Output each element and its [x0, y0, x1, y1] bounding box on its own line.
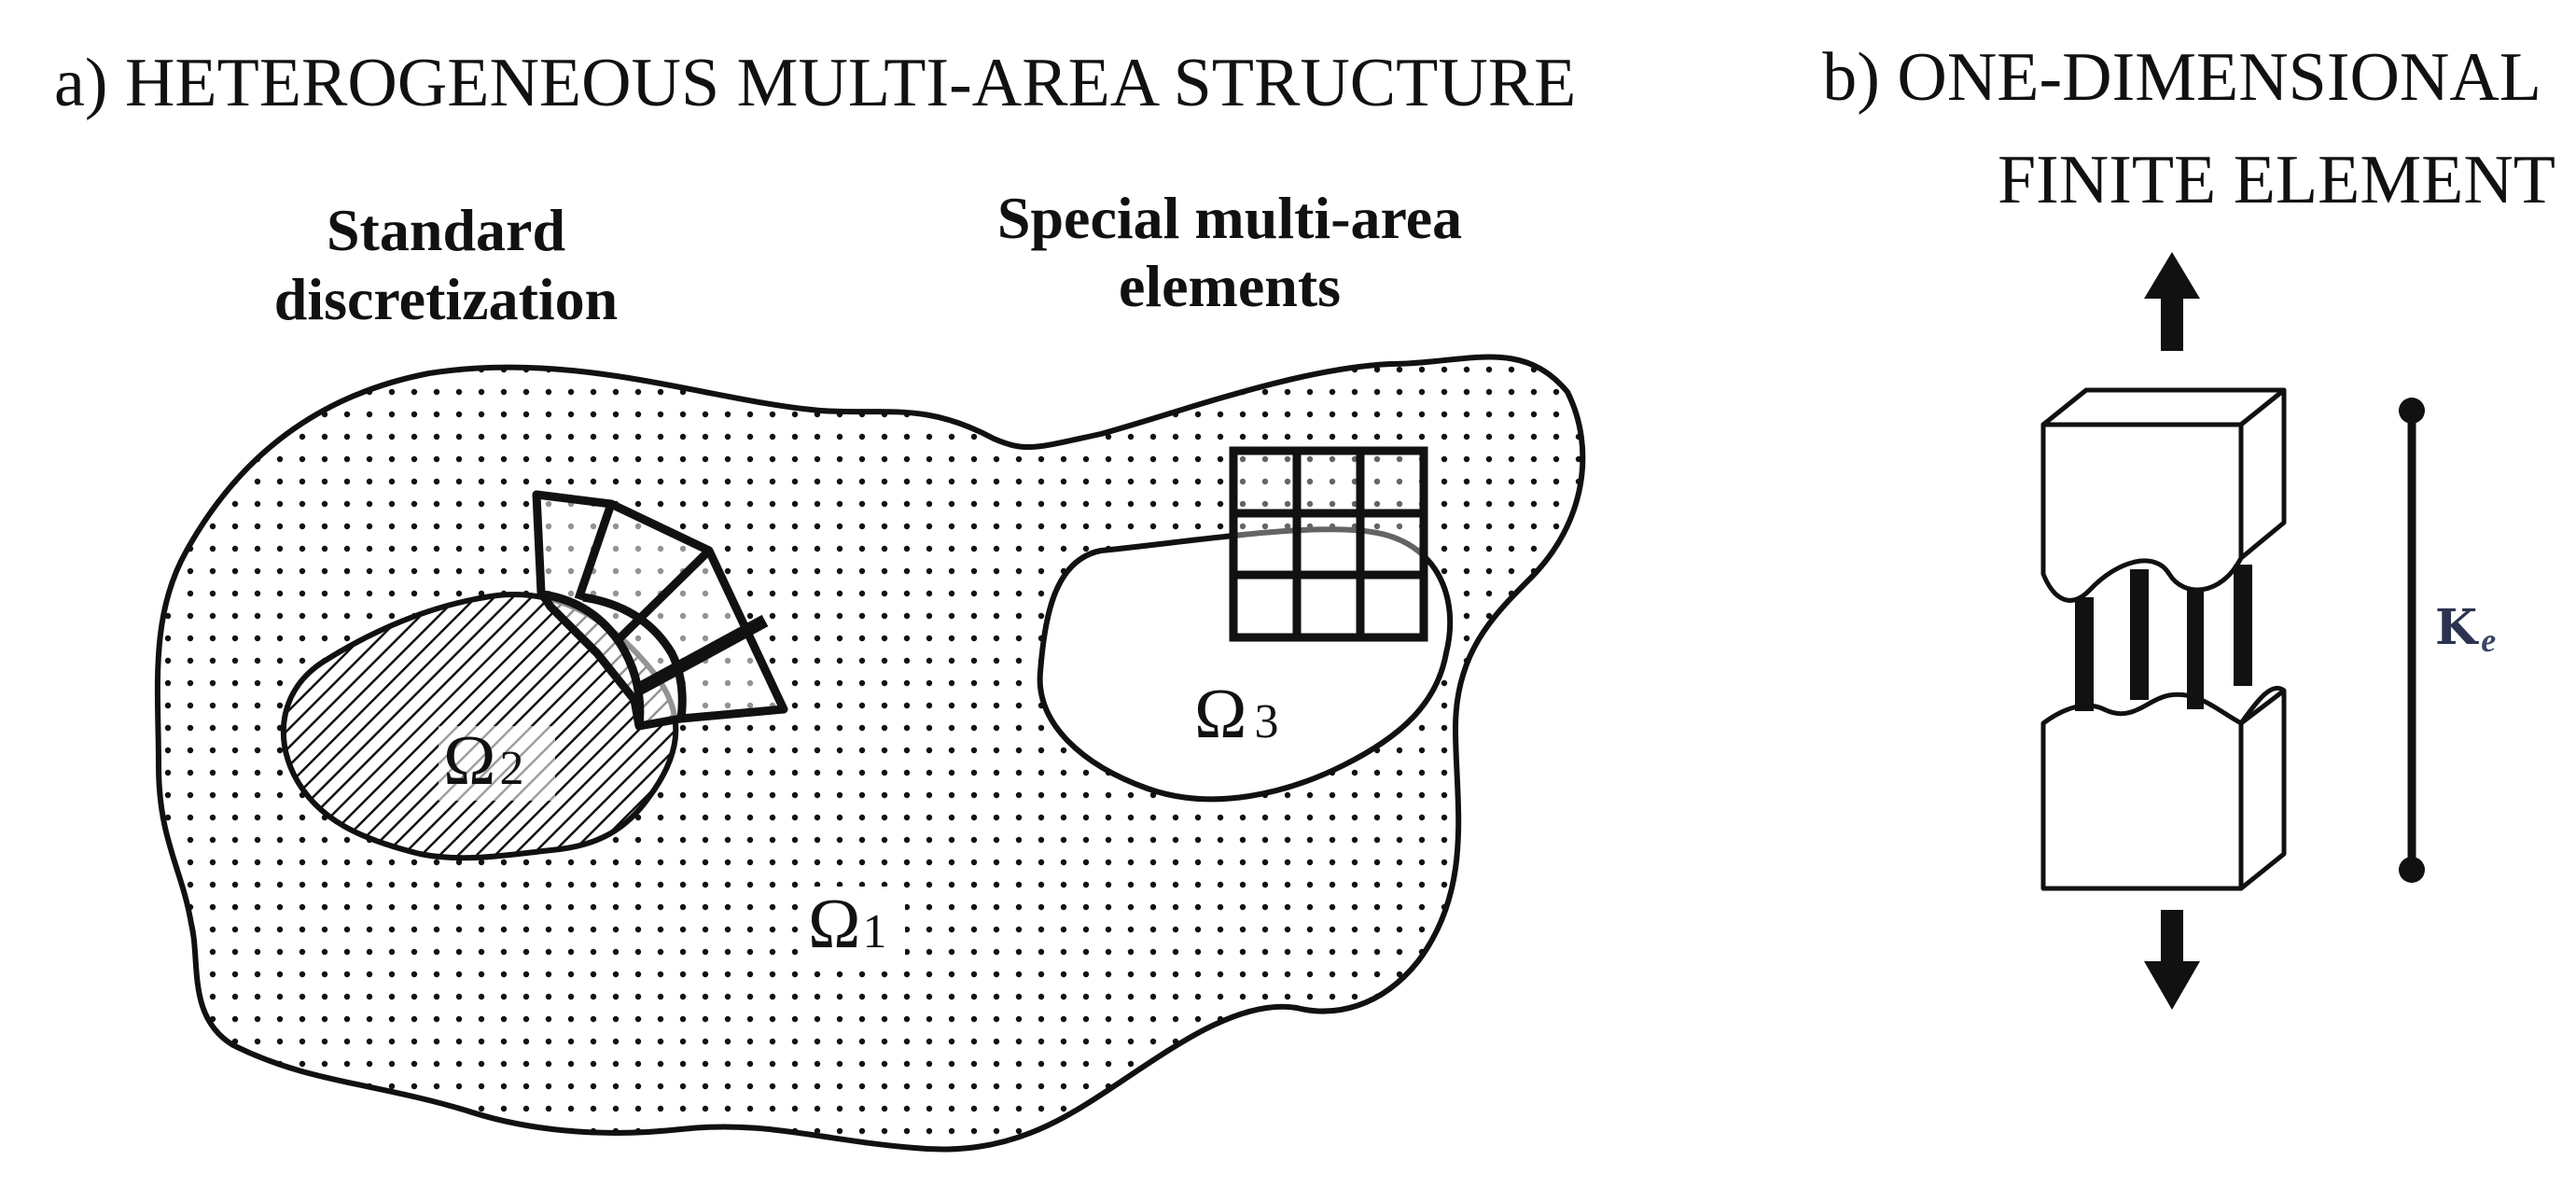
domain-omega-3 [1037, 526, 1454, 803]
arrow-down-icon [2144, 910, 2200, 1010]
svg-text:Ω1: Ω1 [808, 885, 886, 963]
omega-2-subscript: 2 [499, 742, 523, 795]
omega-1-label: Ω1 [802, 885, 905, 963]
svg-text:Ω2: Ω2 [443, 721, 523, 800]
stiffness-subscript: e [2481, 622, 2496, 659]
connecting-bars [2075, 565, 2252, 711]
svg-text:Ω3: Ω3 [1194, 675, 1278, 753]
omega-3-symbol: Ω [1194, 675, 1246, 753]
panel-a-title: a) HETEROGENEOUS MULTI-AREA STRUCTURE [54, 45, 1576, 121]
omega-2-symbol: Ω [443, 721, 495, 800]
standard-label-line2: discretization [274, 266, 619, 332]
upper-block [2040, 387, 2287, 603]
standard-discretization-mesh [532, 490, 788, 731]
stiffness-symbol: K [2435, 599, 2479, 656]
omega-1-symbol: Ω [808, 885, 860, 963]
multi-area-grid-element [1229, 446, 1428, 642]
lower-block [2040, 686, 2287, 891]
stiffness-bar [2399, 398, 2425, 883]
panel-a: a) HETEROGENEOUS MULTI-AREA STRUCTURE St… [54, 45, 1586, 1153]
standard-label-line1: Standard [327, 197, 565, 263]
panel-b: b) ONE-DIMENSIONAL FINITE ELEMENT [1822, 39, 2555, 1010]
omega-2-label: Ω2 [439, 721, 555, 801]
panel-b-title-line2: FINITE ELEMENT [1998, 142, 2555, 218]
panel-b-title-line1: b) ONE-DIMENSIONAL [1822, 39, 2541, 116]
special-label-line2: elements [1119, 253, 1341, 319]
omega-1-subscript: 1 [862, 905, 886, 958]
omega-3-subscript: 3 [1254, 695, 1278, 748]
arrow-up-icon [2144, 252, 2200, 351]
special-label-line1: Special multi-area [997, 185, 1462, 251]
